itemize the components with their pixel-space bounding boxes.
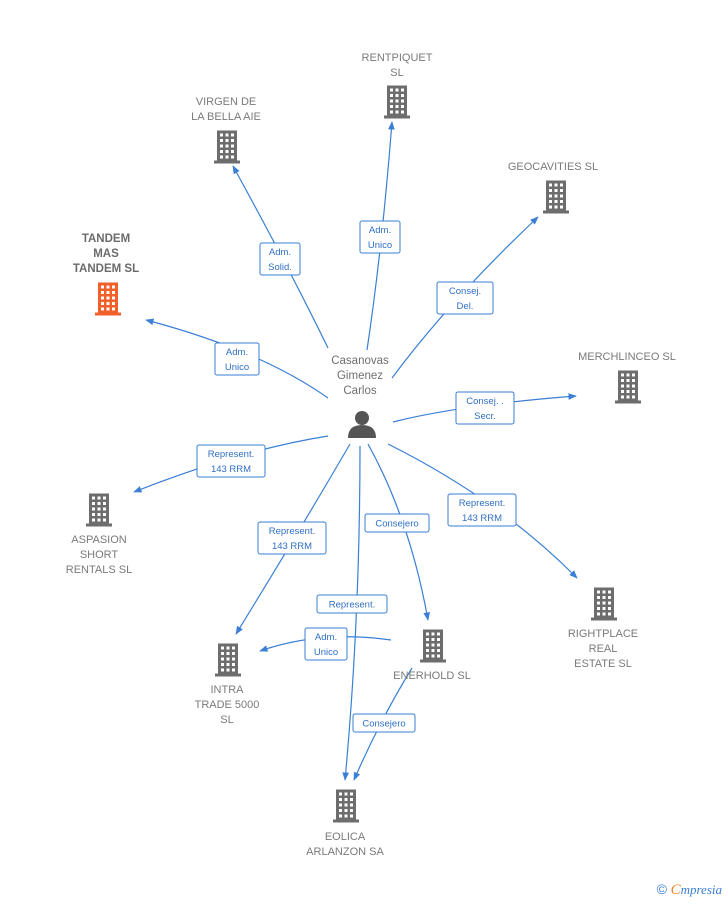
company-name-intra[interactable]: SL [220, 714, 233, 726]
company-building-icon-merchlinceo[interactable] [615, 370, 641, 404]
relation-label-text: Unico [225, 362, 249, 373]
nodes-layer [86, 85, 641, 823]
company-name-virgen[interactable]: VIRGEN DE [196, 96, 257, 108]
relation-label-text: 143 RRM [462, 513, 502, 524]
relation-edge-eolica [342, 445, 361, 781]
relation-label-text: Adm. [269, 247, 291, 258]
company-name-rightplace[interactable]: ESTATE SL [574, 658, 632, 670]
company-name-geocavities[interactable]: GEOCAVITIES SL [508, 161, 598, 173]
person-name[interactable]: Gimenez [337, 370, 383, 382]
company-name-aspasion[interactable]: SHORT [80, 549, 119, 561]
person-name[interactable]: Carlos [343, 385, 376, 397]
relation-label-text: Consejero [362, 719, 405, 730]
relation-label-text: Consej. . [466, 396, 504, 407]
relation-label-text: Secr. [474, 411, 496, 422]
relation-label-text: 143 RRM [272, 541, 312, 552]
relation-label-rentpiquet[interactable]: Adm. Unico [359, 220, 401, 254]
brand-logo-text: mpresia [680, 882, 722, 897]
company-building-icon-geocavities[interactable] [543, 180, 569, 214]
relation-label-text: Unico [314, 647, 338, 658]
company-building-icon-rentpiquet[interactable] [384, 85, 410, 119]
relation-label-text: Represent. [329, 600, 375, 611]
company-name-tandem[interactable]: TANDEM SL [73, 263, 139, 275]
relation-label-rightplace[interactable]: Represent. 143 RRM [447, 493, 517, 527]
company-name-intra[interactable]: TRADE 5000 [195, 699, 260, 711]
company-name-merchlinceo[interactable]: MERCHLINCEO SL [578, 351, 676, 363]
company-name-rentpiquet[interactable]: RENTPIQUET [362, 52, 433, 64]
relation-label-merchlinceo[interactable]: Consej. . Secr. [455, 391, 515, 425]
relation-label-geocavities[interactable]: Consej. Del. [436, 281, 494, 315]
relation-label-text: Adm. [226, 347, 248, 358]
relation-label-text: Represent. [208, 449, 254, 460]
company-name-rentpiquet[interactable]: SL [390, 67, 403, 79]
company-name-eolica[interactable]: EOLICA [325, 831, 366, 843]
person-name[interactable]: Casanovas [331, 355, 389, 367]
relation-label-virgen[interactable]: Adm. Solid. [259, 242, 301, 276]
company-building-icon-aspasion[interactable] [86, 493, 112, 527]
relation-label-text: Represent. [459, 498, 505, 509]
relation-label-text: Consejero [375, 519, 418, 530]
relation-label-text: Consej. [449, 286, 481, 297]
company-building-icon-eolica[interactable] [333, 789, 359, 823]
company-name-enerhold[interactable]: ENERHOLD SL [393, 670, 471, 682]
relation-labels-layer: Adm.UnicoAdm.Solid.Consej.Del.Adm.UnicoC… [66, 52, 676, 858]
relation-label-tandem[interactable]: Adm. Unico [214, 342, 260, 376]
relation-label-enerhold[interactable]: Consejero [364, 513, 430, 533]
relation-label-text: Represent. [269, 526, 315, 537]
company-name-eolica[interactable]: ARLANZON SA [306, 846, 384, 858]
copyright-icon: © [656, 881, 667, 897]
relation-label-aspasion[interactable]: Represent. 143 RRM [196, 444, 266, 478]
company-name-virgen[interactable]: LA BELLA AIE [191, 111, 261, 123]
brand-logo-initial: C [670, 882, 681, 898]
relation-label-text: Adm. [315, 632, 337, 643]
relation-label-intra[interactable]: Adm. Unico [304, 627, 348, 661]
company-building-icon-rightplace[interactable] [591, 587, 617, 621]
person-icon[interactable] [348, 411, 376, 438]
relation-label-eolica[interactable]: Consejero [352, 713, 416, 733]
company-name-tandem[interactable]: MAS [93, 248, 119, 260]
relation-label-text: Adm. [369, 225, 391, 236]
company-building-icon-enerhold[interactable] [420, 629, 446, 663]
relation-label-text: Solid. [268, 262, 292, 273]
relation-label-eolica[interactable]: Represent. [316, 594, 388, 614]
company-name-aspasion[interactable]: RENTALS SL [66, 564, 132, 576]
relation-label-text: Del. [457, 301, 474, 312]
company-name-tandem[interactable]: TANDEM [82, 233, 130, 245]
relation-label-text: Unico [368, 240, 392, 251]
company-name-rightplace[interactable]: REAL [589, 643, 618, 655]
relation-label-intra[interactable]: Represent. 143 RRM [257, 521, 327, 555]
company-name-intra[interactable]: INTRA [211, 684, 245, 696]
company-building-icon-virgen[interactable] [214, 130, 240, 164]
company-building-icon-intra[interactable] [215, 643, 241, 677]
company-name-rightplace[interactable]: RIGHTPLACE [568, 628, 638, 640]
company-building-icon-tandem[interactable] [95, 282, 121, 316]
company-name-aspasion[interactable]: ASPASION [71, 534, 126, 546]
relation-label-text: 143 RRM [211, 464, 251, 475]
brand-footer[interactable]: © Cmpresia [657, 881, 722, 899]
